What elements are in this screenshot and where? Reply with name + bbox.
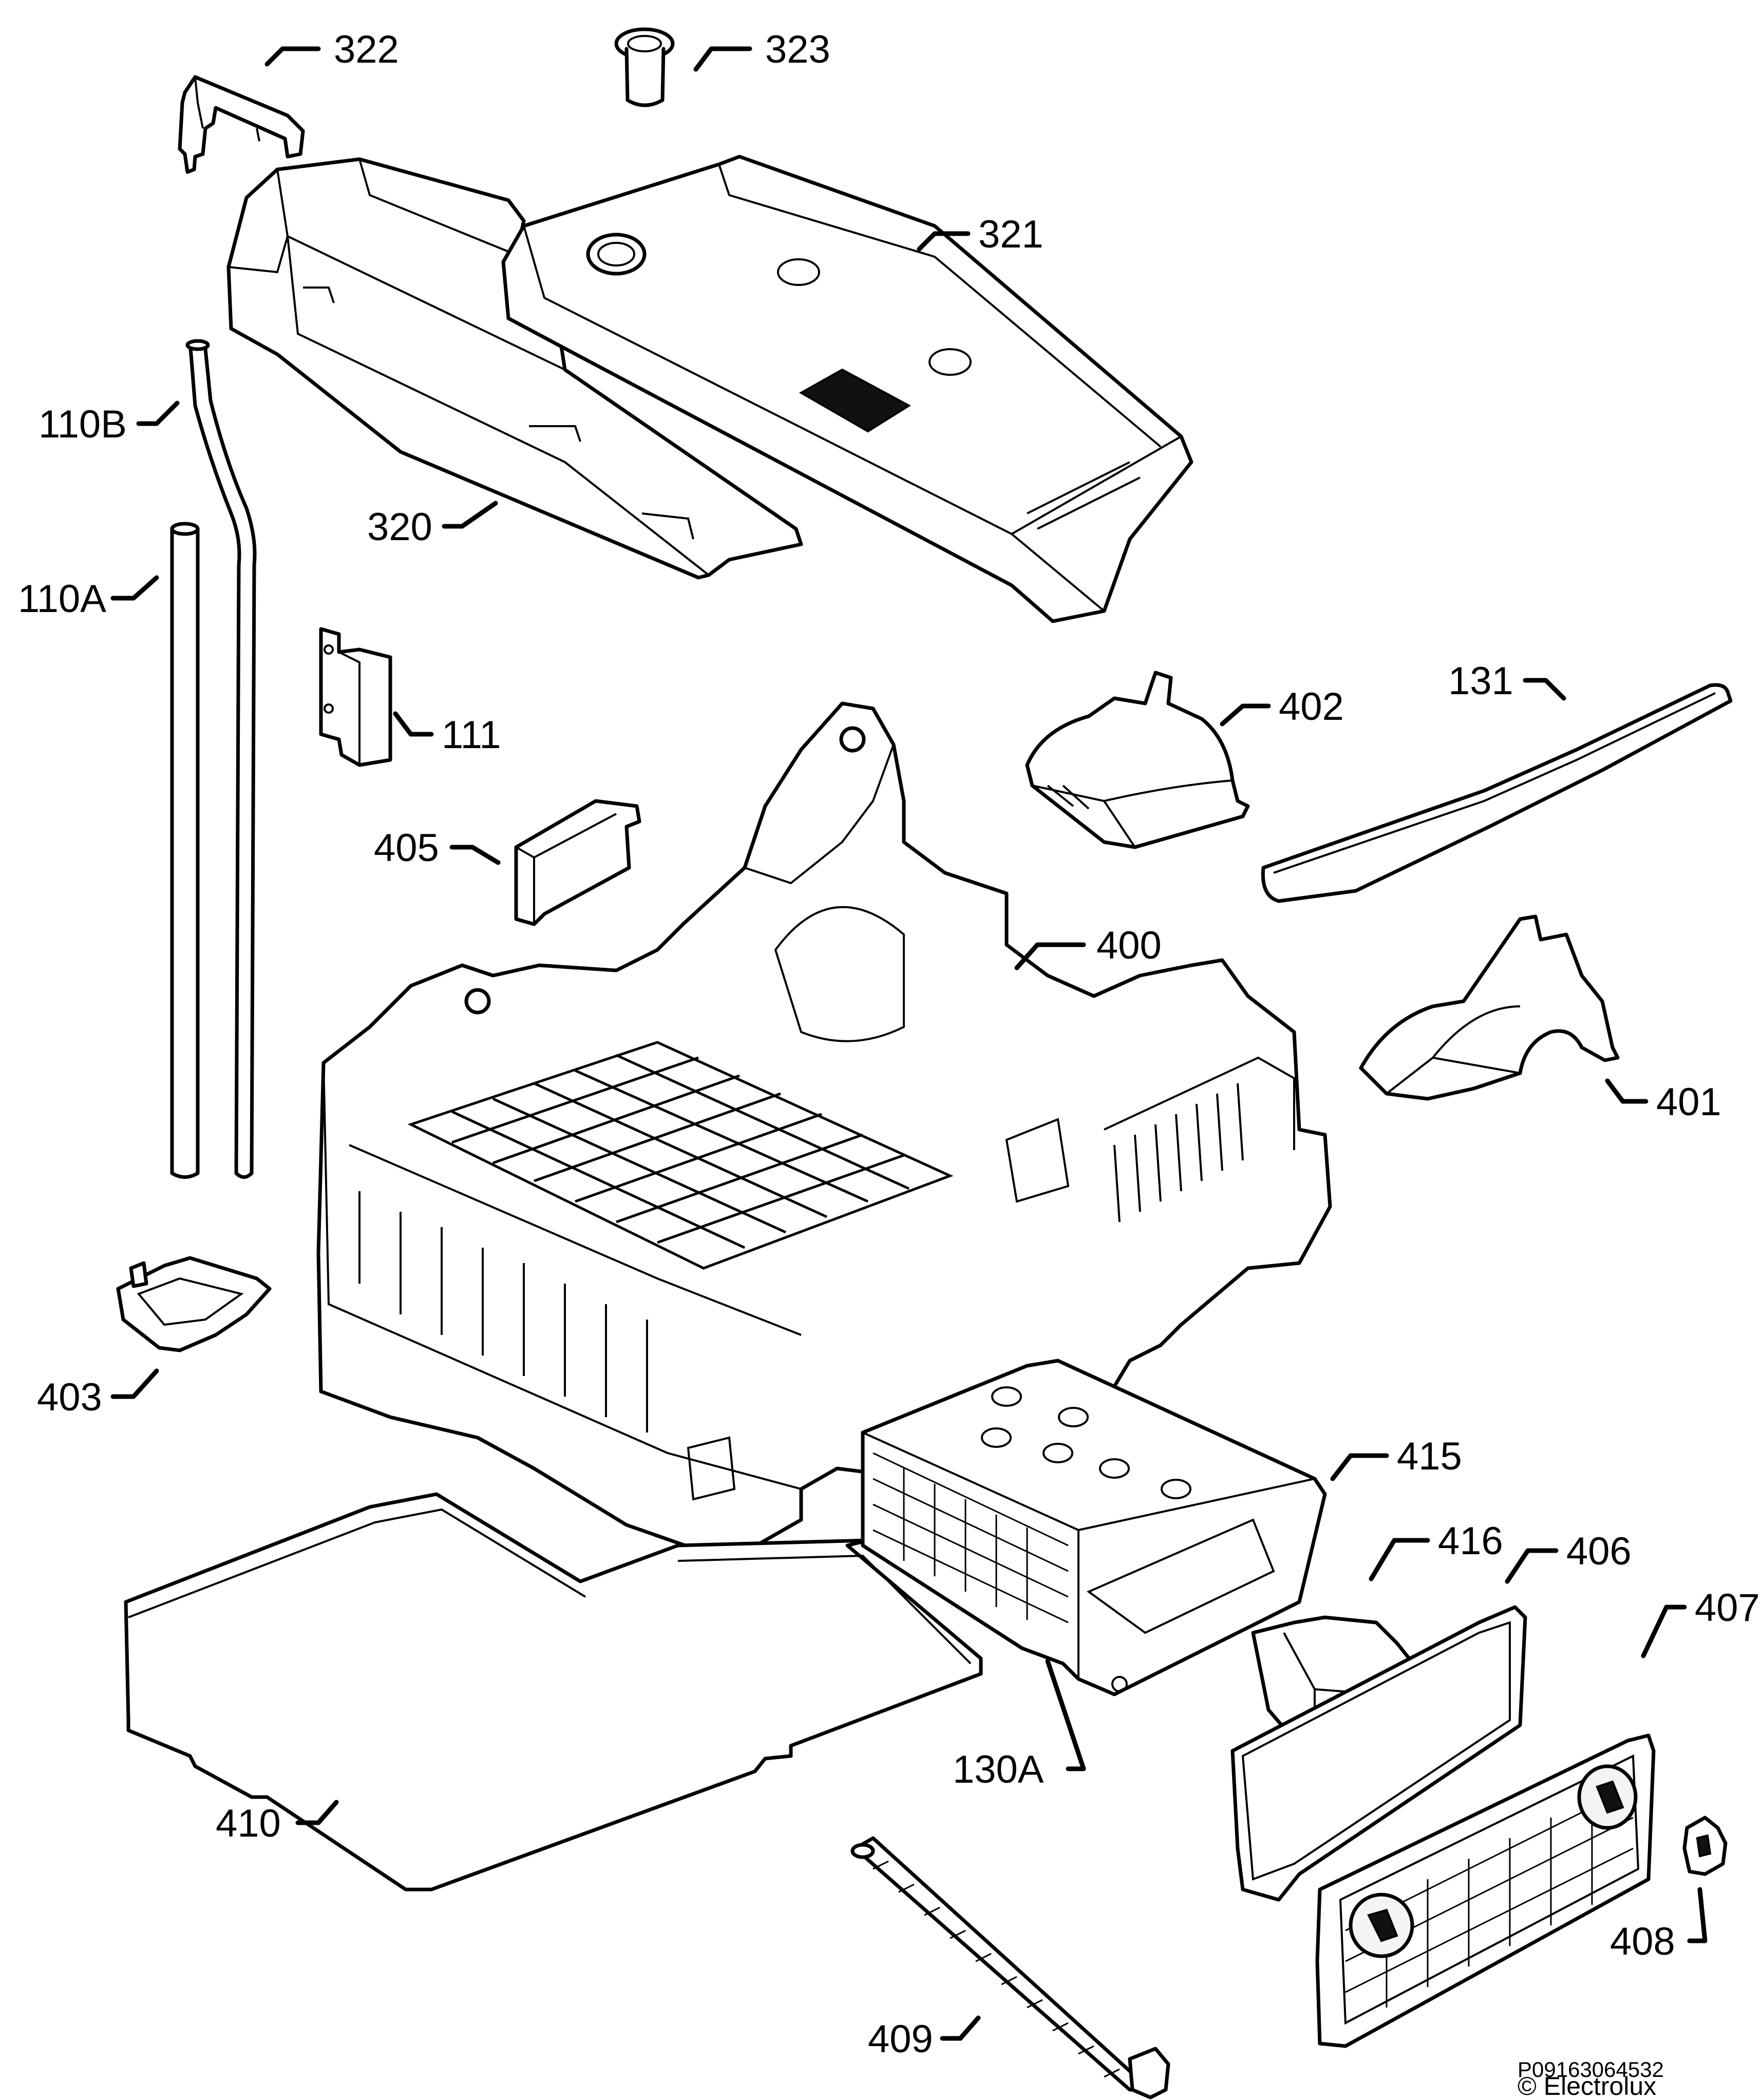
leader-408 <box>1687 1887 1708 1943</box>
leader-403 <box>110 1368 159 1399</box>
leader-110B <box>136 400 180 426</box>
leader-111 <box>393 711 434 737</box>
part-322-bracket[interactable] <box>178 75 305 174</box>
part-111-clip[interactable] <box>319 627 392 767</box>
part-405-bracket[interactable] <box>514 799 641 926</box>
part-409-drain-hose[interactable] <box>850 1836 1170 2099</box>
leader-406 <box>1505 1548 1559 1584</box>
part-131-gasket[interactable] <box>1261 683 1733 903</box>
part-406-gasket[interactable] <box>1230 1605 1527 1902</box>
callout-323: 323 <box>765 28 830 71</box>
brand-copyright: © Electrolux <box>1518 2072 1656 2100</box>
part-415-condenser[interactable] <box>861 1359 1327 1696</box>
part-402-duct[interactable] <box>1025 671 1250 849</box>
leader-400 <box>1014 942 1086 970</box>
leader-323 <box>693 46 752 72</box>
leader-322 <box>264 46 321 67</box>
callout-322: 322 <box>334 28 399 71</box>
part-323-cap[interactable] <box>614 27 675 107</box>
callout-320: 320 <box>367 505 432 549</box>
callout-402: 402 <box>1279 685 1344 729</box>
callout-110A: 110A <box>18 577 106 621</box>
callout-labels: 322 323 321 110B 320 110A 111 402 131 40… <box>18 28 1760 2061</box>
leader-415 <box>1330 1453 1389 1481</box>
part-407-filter-grille[interactable] <box>1315 1733 1656 2048</box>
footer: P09163064532 © Electrolux <box>1518 2057 1664 2100</box>
part-401-duct[interactable] <box>1359 914 1620 1101</box>
callout-416: 416 <box>1438 1519 1503 1563</box>
leader-416 <box>1369 1538 1430 1581</box>
leader-321 <box>917 231 971 252</box>
drawing-code: P09163064532 <box>1518 2057 1664 2082</box>
callout-403: 403 <box>37 1376 102 1419</box>
leader-407 <box>1641 1605 1687 1658</box>
callout-407: 407 <box>1695 1586 1760 1630</box>
leader-320 <box>442 501 498 529</box>
leader-401 <box>1605 1078 1648 1104</box>
callout-130A: 130A <box>953 1748 1044 1791</box>
leader-130A <box>1045 1658 1086 1771</box>
callout-401: 401 <box>1656 1080 1721 1124</box>
part-403-bracket[interactable] <box>116 1256 272 1352</box>
leader-lines <box>110 46 1708 2041</box>
callout-408: 408 <box>1610 1920 1675 1963</box>
callout-405: 405 <box>374 826 439 870</box>
callout-110B: 110B <box>39 403 127 446</box>
part-410-base-sheet[interactable] <box>124 1492 983 1892</box>
leader-410 <box>295 1800 339 1825</box>
callout-415: 415 <box>1397 1435 1462 1478</box>
callout-321: 321 <box>978 213 1044 256</box>
part-408-knob[interactable] <box>1682 1816 1728 1876</box>
part-110B-hose[interactable] <box>185 339 257 1179</box>
leader-405 <box>449 845 501 865</box>
leader-110A <box>110 575 159 601</box>
part-321-drawer-cover[interactable] <box>501 155 1193 623</box>
callout-400: 400 <box>1096 924 1162 967</box>
callout-406: 406 <box>1566 1530 1632 1573</box>
leader-409 <box>940 2015 981 2041</box>
callout-111: 111 <box>442 713 501 757</box>
leader-131 <box>1523 678 1566 701</box>
leader-402 <box>1220 703 1271 727</box>
part-320-drawer-housing[interactable] <box>226 157 803 580</box>
callout-409: 409 <box>868 2017 933 2061</box>
part-400-base-assembly[interactable] <box>316 701 1332 1563</box>
callout-131: 131 <box>1448 659 1513 703</box>
callout-410: 410 <box>216 1802 281 1845</box>
part-110A-hose[interactable] <box>170 522 200 1179</box>
